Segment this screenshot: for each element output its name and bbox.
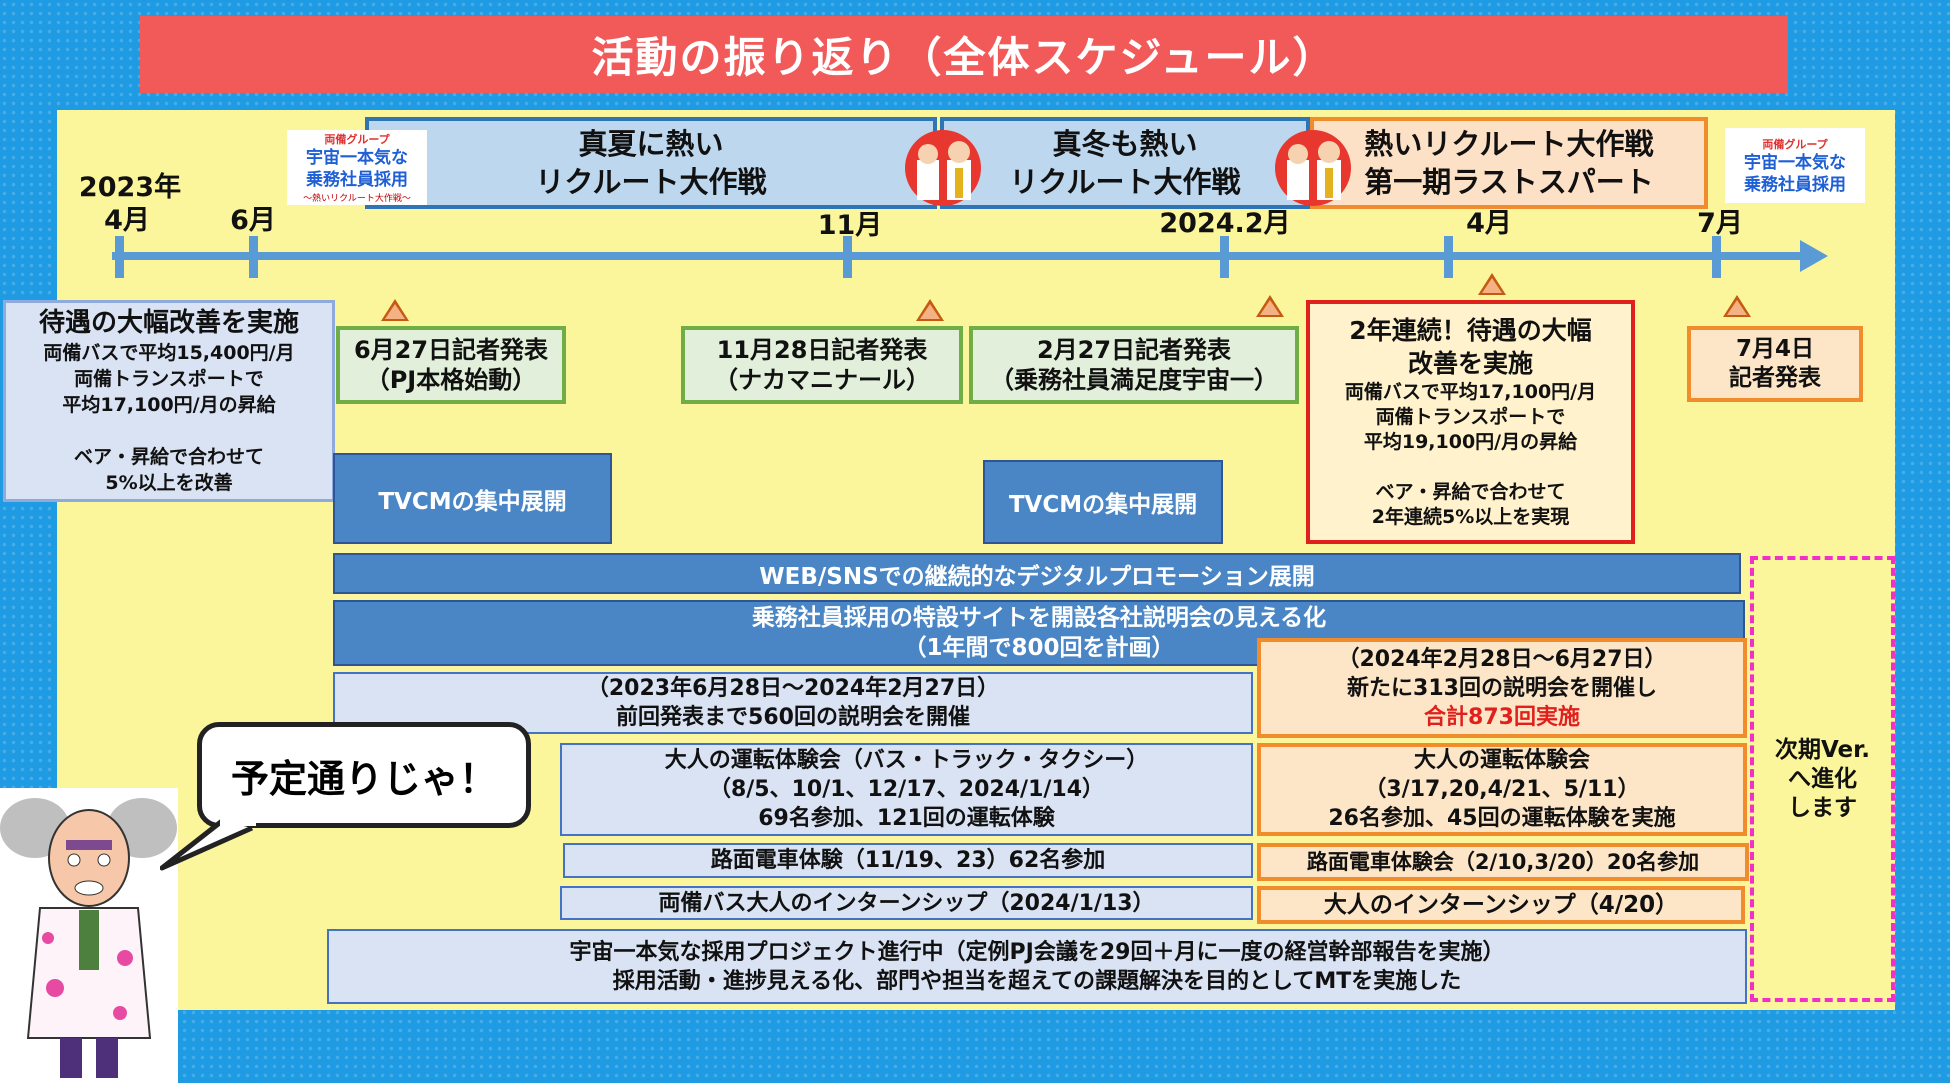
professor-character-illustration bbox=[0, 788, 178, 1083]
campaign-winter: 真冬も熱い リクルート大作戦 bbox=[940, 117, 1310, 209]
timeline-tick bbox=[1444, 236, 1453, 278]
tram-experience-new: 路面電車体験会（2/10,3/20）20名参加 bbox=[1257, 843, 1749, 881]
timeline-tick bbox=[115, 236, 124, 278]
briefings-total: 合計873回実施 bbox=[1424, 704, 1580, 730]
announcement-nov-28: 11月28日記者発表 （ナカマニナール） bbox=[681, 326, 963, 404]
announcement-marker bbox=[1723, 295, 1751, 317]
mascot-drivers-illustration-1 bbox=[905, 130, 981, 206]
announcement-marker bbox=[1478, 273, 1506, 295]
month-label-feb-2024: 2024.2月 bbox=[1159, 208, 1291, 239]
briefings-new-row: （2024年2月28日～6月27日） 新たに313回の説明会を開催し 合計873… bbox=[1257, 638, 1747, 738]
improvement-heading: 待遇の大幅改善を実施 bbox=[38, 308, 299, 338]
recruit-logo-left: 両備グループ 宇宙一本気な 乗務社員採用 ～熱いリクルート大作戦～ bbox=[287, 130, 427, 205]
announcement-jul-4: 7月4日 記者発表 bbox=[1687, 326, 1863, 402]
month-label-nov-2023: 11月 bbox=[817, 210, 883, 241]
next-version-box: 次期Ver. へ進化 します bbox=[1750, 556, 1895, 1002]
speech-bubble: 予定通りじゃ！ bbox=[197, 722, 531, 828]
mascot-drivers-illustration-2 bbox=[1275, 130, 1351, 206]
project-progress-row: 宇宙一本気な採用プロジェクト進行中（定例PJ会議を29回＋月に一度の経営幹部報告… bbox=[327, 929, 1747, 1004]
recruit-logo-right: 両備グループ 宇宙一本気な 乗務社員採用 bbox=[1725, 128, 1865, 203]
improvement-box-2024: 2年連続！待遇の大幅 改善を実施 両備バスで平均17,100円/月 両備トランス… bbox=[1306, 300, 1635, 544]
driving-experience-previous: 大人の運転体験会（バス・トラック・タクシー） （8/5、10/1、12/17、2… bbox=[560, 743, 1253, 836]
improvement-box-2023: 待遇の大幅改善を実施 両備バスで平均15,400円/月 両備トランスポートで 平… bbox=[3, 300, 335, 502]
timeline-tick bbox=[1712, 236, 1721, 278]
month-label-jul-2024: 7月 bbox=[1697, 208, 1743, 239]
month-label-apr-2023: 4月 bbox=[104, 205, 150, 236]
tram-experience-previous: 路面電車体験（11/19、23）62名参加 bbox=[563, 843, 1253, 878]
timeline-tick bbox=[1220, 236, 1229, 278]
improvement-body: 両備バスで平均17,100円/月 両備トランスポートで 平均19,100円/月の… bbox=[1344, 381, 1597, 528]
announcement-jun-27: 6月27日記者発表 （PJ本格始動） bbox=[336, 326, 566, 404]
tvcm-block-summer: TVCMの集中展開 bbox=[333, 453, 612, 544]
announcement-marker bbox=[1256, 295, 1284, 317]
briefings-new-text: （2024年2月28日～6月27日） 新たに313回の説明会を開催し bbox=[1337, 646, 1667, 701]
page-title: 活動の振り返り（全体スケジュール） bbox=[140, 16, 1788, 93]
briefings-previous-row: （2023年6月28日～2024年2月27日） 前回発表まで560回の説明会を開… bbox=[333, 672, 1253, 734]
campaign-last-spurt: 熱いリクルート大作戦 第一期ラストスパート bbox=[1310, 117, 1708, 209]
timeline-axis bbox=[112, 252, 1807, 260]
improvement-heading: 2年連続！待遇の大幅 改善を実施 bbox=[1349, 316, 1592, 378]
timeline-arrowhead bbox=[1800, 240, 1828, 272]
timeline-tick bbox=[249, 236, 258, 278]
announcement-marker bbox=[381, 299, 409, 321]
speech-bubble-tail bbox=[160, 818, 256, 871]
improvement-body: 両備バスで平均15,400円/月 両備トランスポートで 平均17,100円/月の… bbox=[43, 342, 295, 494]
tvcm-block-winter: TVCMの集中展開 bbox=[983, 460, 1223, 544]
month-label-apr-2024: 4月 bbox=[1466, 208, 1512, 239]
year-label: 2023年 bbox=[78, 172, 182, 203]
campaign-summer: 真夏に熱い リクルート大作戦 bbox=[365, 117, 937, 209]
month-label-jun-2023: 6月 bbox=[230, 205, 276, 236]
timeline-tick bbox=[843, 236, 852, 278]
announcement-feb-27: 2月27日記者発表 （乗務社員満足度宇宙一） bbox=[969, 326, 1299, 404]
internship-previous: 両備バス大人のインターンシップ（2024/1/13） bbox=[560, 886, 1253, 920]
driving-experience-new: 大人の運転体験会 （3/17,20,4/21、5/11） 26名参加、45回の運… bbox=[1257, 743, 1747, 836]
internship-new: 大人のインターンシップ（4/20） bbox=[1257, 886, 1745, 924]
web-sns-promotion-row: WEB/SNSでの継続的なデジタルプロモーション展開 bbox=[333, 553, 1741, 594]
announcement-marker bbox=[916, 299, 944, 321]
